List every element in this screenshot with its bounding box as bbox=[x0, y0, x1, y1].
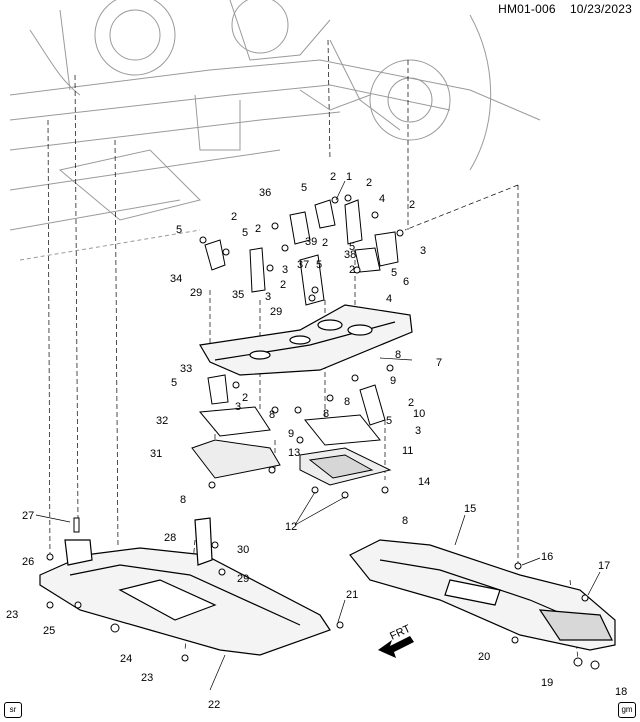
drawing-header: HM01-006 10/23/2023 bbox=[498, 2, 632, 16]
corner-mark-right: gm bbox=[618, 702, 636, 718]
callout-14: 14 bbox=[418, 476, 430, 488]
callout-1: 1 bbox=[346, 171, 352, 183]
callout-5: 5 bbox=[316, 259, 322, 271]
callout-35: 35 bbox=[232, 289, 244, 301]
callout-2: 2 bbox=[280, 279, 286, 291]
callout-4: 4 bbox=[379, 193, 385, 205]
callout-9: 9 bbox=[390, 375, 396, 387]
callout-32: 32 bbox=[156, 415, 168, 427]
front-arrow: FRT bbox=[378, 623, 414, 658]
callout-8: 8 bbox=[395, 349, 401, 361]
corner-mark-left: sr bbox=[4, 702, 22, 718]
callout-5: 5 bbox=[171, 377, 177, 389]
callout-17: 17 bbox=[598, 560, 610, 572]
callout-2: 2 bbox=[322, 237, 328, 249]
callout-7: 7 bbox=[436, 357, 442, 369]
callout-23: 23 bbox=[141, 672, 153, 684]
callout-lines bbox=[35, 180, 601, 691]
callout-2: 2 bbox=[349, 264, 355, 276]
callout-22: 22 bbox=[208, 699, 220, 711]
drawing-code: HM01-006 bbox=[498, 2, 556, 16]
callout-36: 36 bbox=[259, 187, 271, 199]
callout-2: 2 bbox=[366, 177, 372, 189]
callout-5: 5 bbox=[386, 415, 392, 427]
callout-5: 5 bbox=[349, 241, 355, 253]
fasteners-mid bbox=[208, 364, 394, 499]
callout-5: 5 bbox=[301, 182, 307, 194]
callout-2: 2 bbox=[242, 392, 248, 404]
brackets-upper bbox=[199, 194, 404, 306]
callout-24: 24 bbox=[120, 653, 132, 665]
drawing-date: 10/23/2023 bbox=[569, 2, 632, 16]
callout-5: 5 bbox=[242, 227, 248, 239]
callout-28: 28 bbox=[164, 532, 176, 544]
callout-37: 37 bbox=[297, 259, 309, 271]
callout-29: 29 bbox=[237, 573, 249, 585]
callout-33: 33 bbox=[180, 363, 192, 375]
callout-8: 8 bbox=[402, 515, 408, 527]
callout-38: 38 bbox=[344, 249, 356, 261]
callout-21: 21 bbox=[346, 589, 358, 601]
callout-34: 34 bbox=[170, 273, 182, 285]
callout-10: 10 bbox=[413, 408, 425, 420]
callout-8: 8 bbox=[269, 409, 275, 421]
middle-parts bbox=[191, 374, 392, 486]
callout-11: 11 bbox=[402, 445, 413, 457]
callout-26: 26 bbox=[22, 556, 34, 568]
callout-16: 16 bbox=[541, 551, 553, 563]
callout-3: 3 bbox=[282, 264, 288, 276]
callout-2: 2 bbox=[231, 211, 237, 223]
callout-9: 9 bbox=[288, 428, 294, 440]
callout-19: 19 bbox=[541, 677, 553, 689]
callout-5: 5 bbox=[176, 224, 182, 236]
callout-31: 31 bbox=[150, 448, 162, 460]
callout-23: 23 bbox=[6, 609, 18, 621]
callout-2: 2 bbox=[255, 223, 261, 235]
left-lower-shield bbox=[39, 517, 331, 656]
callout-12: 12 bbox=[285, 521, 297, 533]
callout-8: 8 bbox=[323, 408, 329, 420]
callout-18: 18 bbox=[615, 686, 627, 698]
callout-3: 3 bbox=[265, 291, 271, 303]
callout-39: 39 bbox=[305, 236, 317, 248]
callout-3: 3 bbox=[420, 245, 426, 257]
fasteners-lower bbox=[46, 517, 600, 670]
callout-2: 2 bbox=[408, 397, 414, 409]
callout-27: 27 bbox=[22, 510, 34, 522]
callout-8: 8 bbox=[344, 396, 350, 408]
callout-29: 29 bbox=[270, 306, 282, 318]
right-lower-shield bbox=[349, 539, 616, 651]
callout-5: 5 bbox=[391, 267, 397, 279]
center-shield bbox=[199, 304, 413, 376]
callout-3: 3 bbox=[235, 401, 241, 413]
callout-2: 2 bbox=[330, 171, 336, 183]
callout-3: 3 bbox=[415, 425, 421, 437]
callout-15: 15 bbox=[464, 503, 476, 515]
callout-29: 29 bbox=[190, 287, 202, 299]
callout-30: 30 bbox=[237, 544, 249, 556]
callout-numbers: 1 2 2 2 2 2 2 2 2 2 2 3 3 3 3 3 4 4 5 5 … bbox=[6, 171, 627, 711]
callout-25: 25 bbox=[43, 625, 55, 637]
vehicle-underbody bbox=[9, 0, 541, 261]
callout-6: 6 bbox=[403, 276, 409, 288]
callout-20: 20 bbox=[478, 651, 490, 663]
callout-8: 8 bbox=[180, 494, 186, 506]
callout-2: 2 bbox=[409, 199, 415, 211]
callout-4: 4 bbox=[386, 293, 392, 305]
callout-13: 13 bbox=[288, 447, 300, 459]
